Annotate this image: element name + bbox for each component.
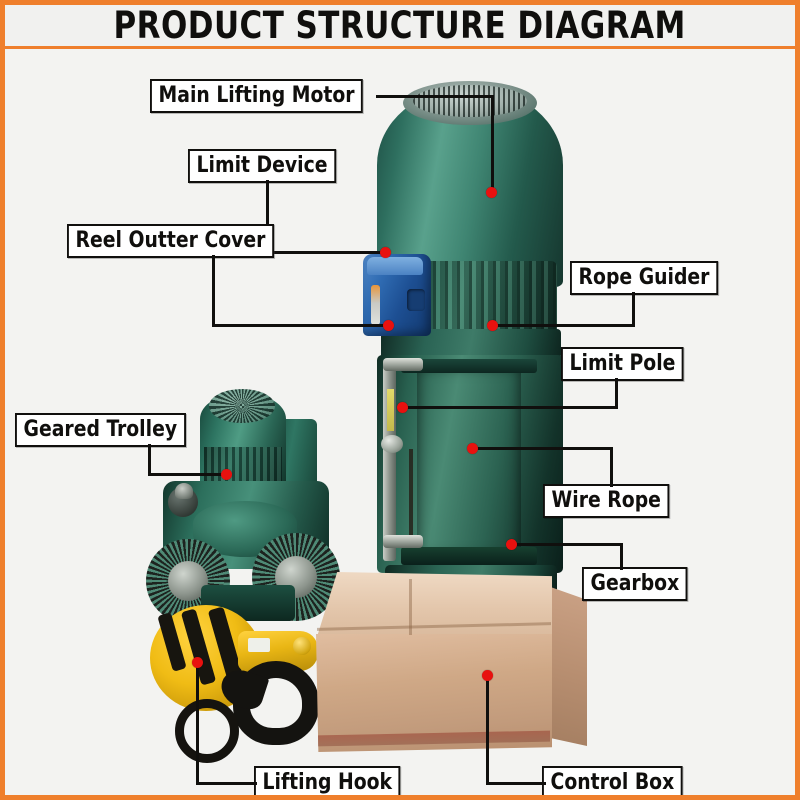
label-lifting-hook[interactable]: Lifting Hook: [254, 766, 401, 795]
label-geared-trolley[interactable]: Geared Trolley: [15, 413, 186, 447]
wire-rope-drum: [417, 367, 521, 557]
motor-vent-grille-icon: [413, 85, 527, 117]
limit-pole-rod: [387, 389, 394, 431]
leader-wire-rope-v: [610, 447, 613, 487]
control-box-top-face: [316, 572, 552, 640]
trolley-vent-grille-icon: [209, 389, 275, 423]
callout-dot-gearbox: [506, 539, 517, 550]
label-gearbox[interactable]: Gearbox: [582, 567, 688, 601]
leader-gearbox-v: [620, 543, 623, 570]
hook-pivot-pin: [293, 637, 311, 655]
hook-spec-label: [248, 638, 270, 652]
leader-control-box-h: [486, 782, 546, 785]
limit-device-port: [407, 289, 425, 311]
product-illustration: Main Lifting Motor Limit Device Reel Out…: [5, 49, 795, 795]
trolley-knob-cap: [175, 483, 193, 499]
leader-lifting-hook-v: [196, 664, 199, 784]
leader-gearbox-h: [514, 543, 623, 546]
label-reel-outter-cover[interactable]: Reel Outter Cover: [67, 224, 275, 258]
callout-dot-limit-device: [380, 247, 391, 258]
callout-dot-main-lifting-motor: [486, 187, 497, 198]
label-control-box[interactable]: Control Box: [542, 766, 683, 795]
title-bar: PRODUCT STRUCTURE DIAGRAM: [5, 5, 795, 49]
leader-reel-outter-cover-v: [212, 255, 215, 327]
label-wire-rope[interactable]: Wire Rope: [543, 484, 670, 518]
leader-limit-pole-h: [405, 406, 618, 409]
label-limit-pole[interactable]: Limit Pole: [561, 347, 684, 381]
leader-limit-device-h: [266, 251, 388, 254]
leader-geared-trolley-v: [148, 444, 151, 476]
page-title: PRODUCT STRUCTURE DIAGRAM: [113, 4, 687, 47]
drum-lower-bar: [401, 547, 537, 565]
label-main-lifting-motor[interactable]: Main Lifting Motor: [150, 79, 364, 113]
leader-limit-pole-v: [615, 378, 618, 408]
callout-dot-wire-rope: [467, 443, 478, 454]
callout-dot-lifting-hook: [192, 657, 203, 668]
limit-device-lid: [367, 257, 423, 275]
label-limit-device[interactable]: Limit Device: [188, 149, 337, 183]
leader-reel-outter-cover-h: [212, 324, 390, 327]
label-rope-guider[interactable]: Rope Guider: [570, 261, 719, 295]
rope-guider-bar: [401, 359, 537, 373]
callout-dot-rope-guider: [487, 320, 498, 331]
callout-dot-reel-outter-cover: [383, 320, 394, 331]
leader-limit-device-v: [266, 180, 269, 254]
hook-rope-loop: [175, 699, 239, 763]
callout-dot-control-box: [482, 670, 493, 681]
leader-rope-guider-v: [632, 292, 635, 326]
drum-side-boss: [381, 435, 403, 453]
leader-main-lifting-motor-h: [376, 95, 494, 98]
leader-lifting-hook-h: [196, 782, 257, 785]
drum-clamp-top: [383, 358, 423, 371]
carton-seam-vertical: [409, 579, 412, 635]
drum-clamp-bottom: [383, 535, 423, 548]
callout-dot-limit-pole: [397, 402, 408, 413]
leader-rope-guider-h: [495, 324, 635, 327]
wire-rope-tail: [409, 449, 427, 569]
leader-wire-rope-h: [475, 447, 613, 450]
leader-control-box-v: [486, 677, 489, 784]
callout-dot-geared-trolley: [221, 469, 232, 480]
leader-main-lifting-motor-v: [491, 95, 494, 193]
limit-device-strip: [371, 285, 380, 325]
leader-geared-trolley-h: [148, 473, 228, 476]
